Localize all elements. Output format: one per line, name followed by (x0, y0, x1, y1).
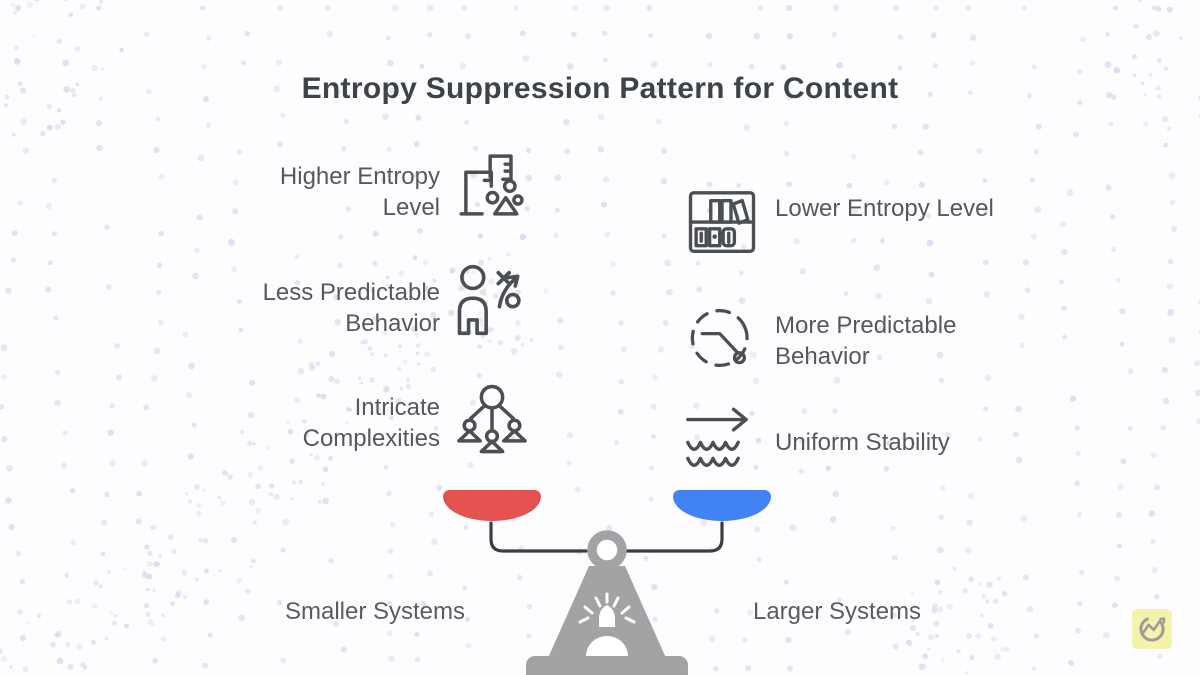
right-item-label-more-predictable: More Predictable Behavior (775, 312, 957, 370)
hierarchy-network-icon (454, 383, 530, 461)
left-item-label-higher-entropy: Higher Entropy Level (279, 163, 440, 221)
lamp-icon (578, 592, 636, 656)
line-chart-logo (1132, 609, 1172, 649)
left-item-label-intricate-complexities: Intricate Complexities (302, 394, 440, 452)
right-footer-label: Larger Systems (752, 598, 922, 625)
right-item-label-uniform-stability: Uniform Stability (775, 429, 950, 456)
steady-flow-icon (684, 407, 758, 471)
left-footer-label: Smaller Systems (284, 598, 466, 625)
pivot-ring (587, 530, 627, 570)
unpredictable-person-icon (452, 263, 530, 343)
bookshelf-icon (686, 186, 758, 258)
scattered-shapes-icon (452, 148, 526, 222)
dashed-gauge-icon (688, 303, 758, 373)
balance-beam (489, 521, 724, 553)
page-title: Entropy Suppression Pattern for Content (301, 72, 899, 105)
right-item-label-lower-entropy: Lower Entropy Level (775, 195, 994, 222)
left-item-label-less-predictable: Less Predictable Behavior (262, 279, 440, 337)
